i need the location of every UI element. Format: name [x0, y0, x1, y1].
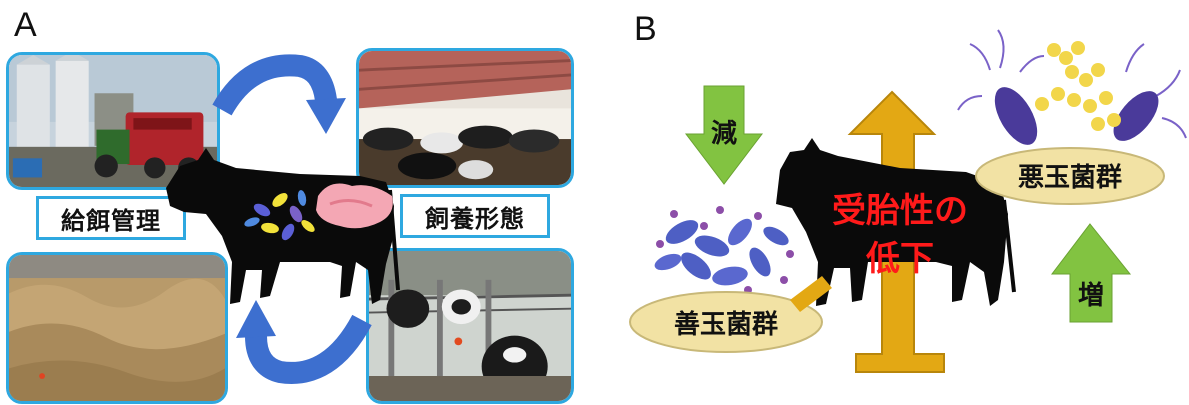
- gut-microbes: [244, 190, 315, 241]
- panel-b-overlay: 善玉菌群 減 受胎性の 低下: [629, 29, 1187, 373]
- photo-feed-pile: [6, 252, 228, 404]
- decrease-label: 減: [711, 119, 737, 149]
- good-bacteria-ellipse: [629, 291, 823, 353]
- photo-feeding-silos: [6, 52, 220, 190]
- photo-tie-stall-cows: [366, 248, 574, 404]
- center-text-line1: 受胎性の: [832, 191, 968, 231]
- center-text-line2: 低下: [866, 239, 934, 279]
- photo-barn-interior: [356, 48, 574, 188]
- cow-silhouette-b: [776, 138, 1016, 306]
- increase-arrow: 増: [1050, 223, 1132, 323]
- panel-b-letter: B: [634, 10, 657, 48]
- bad-bacteria-cluster: [957, 29, 1187, 145]
- cycle-arrow-bottom: [236, 300, 372, 384]
- bad-bacteria-ellipse: [975, 147, 1165, 205]
- good-bacteria-cluster: [654, 206, 794, 294]
- good-bacteria-label: 善玉菌群: [674, 309, 778, 340]
- increase-label: 増: [1078, 281, 1104, 311]
- uterus-shape: [316, 183, 393, 229]
- panel-a: A: [0, 0, 590, 405]
- good-bacteria-connector: [790, 276, 832, 312]
- label-feeding-management: 給餌管理: [36, 196, 186, 240]
- label-housing-style: 飼養形態: [400, 194, 550, 238]
- cycle-arrow-top: [212, 54, 346, 134]
- bad-bacteria-label: 悪玉菌群: [1018, 163, 1122, 193]
- decrease-arrow: 減: [684, 85, 764, 185]
- panel-b: B 善玉菌群 減: [600, 0, 1189, 405]
- central-up-arrow: [847, 90, 945, 373]
- panel-a-letter: A: [14, 6, 37, 44]
